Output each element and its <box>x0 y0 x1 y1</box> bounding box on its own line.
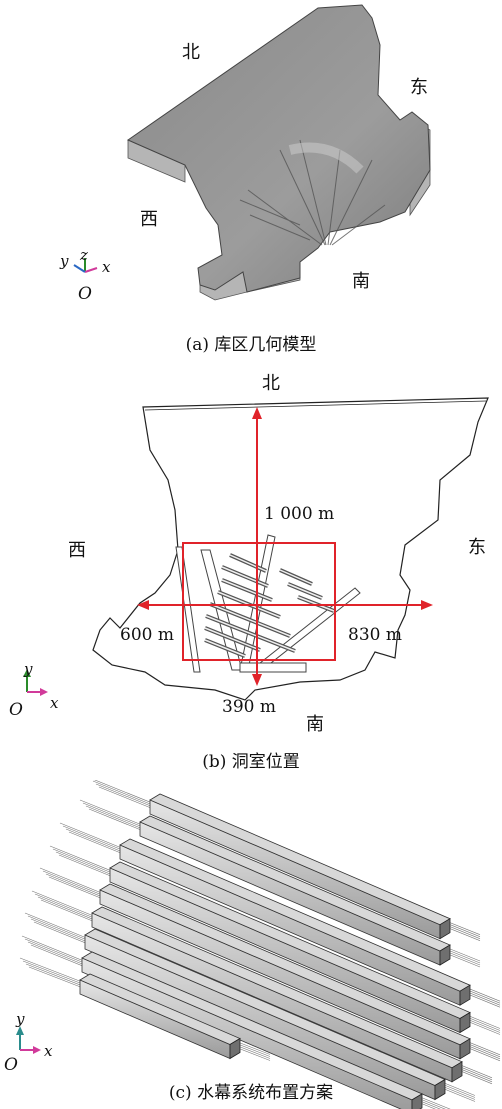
axis-label-x: x <box>44 1042 53 1060</box>
dimension-east: 830 m <box>348 625 402 645</box>
tunnel-end <box>459 1038 471 1060</box>
axis-origin-label: O <box>4 1055 18 1075</box>
axis-label-y: y <box>60 252 69 270</box>
tunnel-end <box>439 917 451 940</box>
panel-a-geometry-model: 北 东 西 南 y z x O (a) 库区几何模型 <box>0 0 502 360</box>
axis-label-z: z <box>80 246 88 264</box>
panel-c-water-curtain-layout: y x O (c) 水幕系统布置方案 <box>0 780 502 1109</box>
model-side-face <box>127 119 431 301</box>
label-west: 西 <box>140 209 158 230</box>
label-east: 东 <box>410 77 428 98</box>
dimension-west: 600 m <box>120 625 174 645</box>
caption-a: (a) 库区几何模型 <box>185 335 317 355</box>
dimension-south: 390 m <box>222 697 276 717</box>
label-north: 北 <box>182 42 200 63</box>
water-curtain-3d <box>16 780 501 1109</box>
dimension-arrows <box>137 407 433 686</box>
axes-b <box>23 669 48 696</box>
label-west: 西 <box>68 540 86 561</box>
tunnel-end <box>439 944 451 966</box>
axis-label-y: y <box>24 660 33 678</box>
model-top-face <box>126 4 431 293</box>
tunnel-end <box>451 1061 463 1083</box>
label-north: 北 <box>262 373 280 394</box>
label-east: 东 <box>468 537 486 558</box>
tunnel-end <box>229 1037 241 1060</box>
axis-label-y: y <box>16 1010 25 1028</box>
reservoir-3d-model <box>73 4 431 301</box>
axis-label-x: x <box>102 258 111 276</box>
panel-b-cavern-location: 北 西 东 南 1 000 m 600 m 830 m 390 m y x O … <box>0 360 502 780</box>
caption-b: (b) 洞室位置 <box>202 752 300 772</box>
axis-origin-label: O <box>78 284 92 304</box>
axis-origin-label: O <box>9 700 23 720</box>
axes-c <box>16 1026 41 1054</box>
tunnel-end <box>411 1093 423 1109</box>
label-south: 南 <box>306 714 324 735</box>
site-plan-outline <box>23 397 489 701</box>
dimension-vertical: 1 000 m <box>264 504 335 524</box>
axis-label-x: x <box>50 694 59 712</box>
caption-c: (c) 水幕系统布置方案 <box>168 1083 334 1103</box>
caverns-traces <box>239 139 386 246</box>
axes-triad-a <box>73 258 98 273</box>
tunnel-rows <box>19 780 501 1109</box>
cavern-zone-box <box>182 542 336 661</box>
label-south: 南 <box>352 271 370 292</box>
tunnel-end <box>459 1011 471 1034</box>
tunnel-end <box>459 984 471 1006</box>
caverns <box>175 534 361 673</box>
tunnel-end <box>434 1078 446 1101</box>
site-boundary <box>92 397 489 701</box>
